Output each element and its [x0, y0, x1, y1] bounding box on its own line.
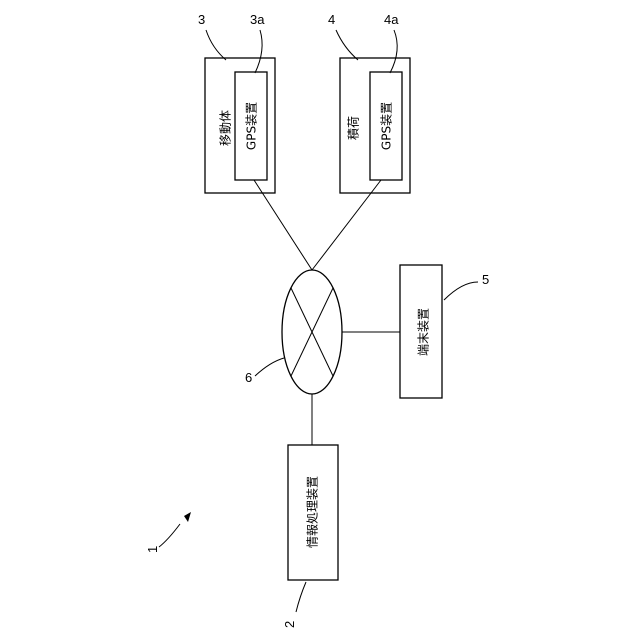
ref-info-processor: 2 — [282, 621, 297, 628]
ref-network: 6 — [245, 370, 252, 385]
ref-mobile-body: 3 — [198, 12, 205, 27]
terminal-label: 端末装置 — [417, 308, 431, 356]
leader-terminal — [444, 282, 478, 300]
leader-info-processor — [296, 582, 306, 612]
ref-cargo: 4 — [328, 12, 335, 27]
network-node — [282, 270, 342, 394]
leader-network — [255, 358, 284, 376]
leader-mobile-body — [206, 30, 226, 60]
leader-cargo — [336, 30, 358, 60]
system-arrowhead — [184, 512, 191, 522]
mobile-body-label: 移動体 — [219, 110, 233, 146]
mobile-gps-label: GPS装置 — [245, 102, 259, 150]
cargo-label: 積荷 — [346, 116, 361, 140]
ref-cargo-gps: 4a — [384, 12, 399, 27]
ref-system: 1 — [145, 546, 160, 553]
info-processor-label: 情報処理装置 — [306, 476, 320, 548]
link-mobile-gps — [254, 180, 312, 270]
ref-mobile-gps: 3a — [250, 12, 265, 27]
leader-system — [159, 524, 180, 547]
cargo-gps-label: GPS装置 — [380, 102, 394, 150]
ref-terminal: 5 — [482, 272, 489, 287]
